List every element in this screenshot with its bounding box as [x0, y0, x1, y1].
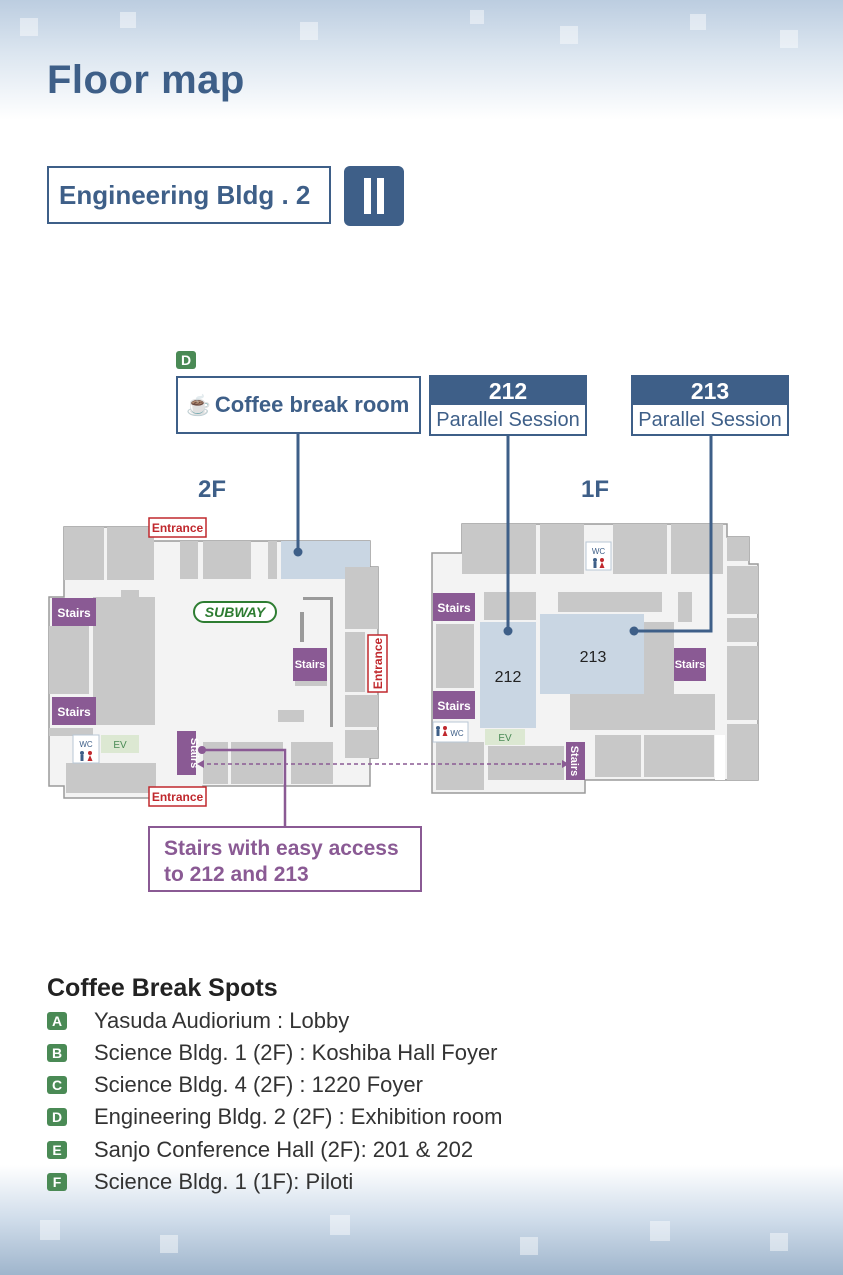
subway-logo-text: SUBWAY: [205, 604, 267, 620]
stairs-access-note: Stairs with easy access to 212 and 213: [148, 826, 422, 892]
svg-text:Stairs: Stairs: [437, 601, 471, 615]
svg-text:WC: WC: [450, 729, 464, 738]
wc-1f-bottom: WC: [432, 721, 469, 743]
subway-logo: SUBWAY: [193, 601, 277, 623]
room-212-number: 212: [431, 377, 585, 405]
entrance-top-2f: Entrance: [148, 517, 207, 538]
coffee-break-room-label: Coffee break room: [214, 392, 410, 417]
svg-text:Stairs: Stairs: [437, 699, 471, 713]
svg-text:Entrance: Entrance: [152, 790, 204, 804]
stairs-1f-left-bottom: Stairs: [433, 691, 475, 719]
room-213-area: [540, 614, 644, 694]
svg-text:EV: EV: [498, 733, 512, 744]
room-213-label: 213: [580, 649, 607, 666]
header-band: [0, 0, 843, 120]
room-213-number: 213: [633, 377, 787, 405]
coffee-spot-letter: B: [47, 1044, 67, 1062]
coffee-spot-item: F Science Bldg. 1 (1F): Piloti: [47, 1169, 353, 1195]
coffee-spot-text: Science Bldg. 4 (2F) : 1220 Foyer: [94, 1072, 423, 1097]
svg-text:Entrance: Entrance: [371, 638, 385, 690]
svg-text:Stairs: Stairs: [568, 746, 580, 777]
svg-text:WC: WC: [592, 547, 606, 556]
coffee-spot-letter: C: [47, 1076, 67, 1094]
coffee-spot-badge-d: D: [176, 351, 196, 369]
coffee-spot-item: D Engineering Bldg. 2 (2F) : Exhibition …: [47, 1104, 502, 1130]
svg-text:Stairs: Stairs: [188, 738, 200, 769]
coffee-spot-text: Sanjo Conference Hall (2F): 201 & 202: [94, 1137, 474, 1162]
building-name: Engineering Bldg . 2: [59, 179, 311, 210]
building-name-box: Engineering Bldg . 2: [47, 166, 331, 224]
stairs-note-line-2: to 212 and 213: [164, 863, 309, 886]
stairs-1f-right: Stairs: [674, 648, 706, 681]
footer-band: [0, 1165, 843, 1275]
room-212-callout: 212 Parallel Session: [429, 375, 587, 436]
entrance-bottom-2f: Entrance: [148, 786, 207, 807]
floor-label-1f: 1F: [581, 476, 610, 503]
room-212-area: [480, 622, 536, 728]
coffee-spot-text: Engineering Bldg. 2 (2F) : Exhibition ro…: [94, 1104, 503, 1129]
page-title: Floor map: [47, 58, 245, 102]
svg-text:WC: WC: [79, 740, 93, 749]
room-212-session: Parallel Session: [436, 408, 580, 431]
room-212-label: 212: [495, 669, 522, 686]
coffee-spot-item: C Science Bldg. 4 (2F) : 1220 Foyer: [47, 1072, 423, 1098]
svg-text:Stairs: Stairs: [675, 659, 706, 671]
coffee-spot-item: B Science Bldg. 1 (2F) : Koshiba Hall Fo…: [47, 1040, 498, 1066]
floor-2f-plan: [48, 526, 379, 799]
stairs-callout-line: [202, 748, 287, 826]
building-roman-numeral-icon: [344, 166, 404, 226]
wc-2f: WC: [72, 734, 100, 764]
callout-lines: [296, 434, 713, 633]
stairs-1f-left-top: Stairs: [433, 593, 475, 621]
ev-2f: EV: [101, 735, 139, 753]
coffee-break-room-callout: ☕ Coffee break room: [176, 376, 421, 434]
wc-1f-top: WC: [585, 541, 612, 571]
floor-1f-plan: [431, 523, 759, 794]
svg-text:EV: EV: [113, 740, 127, 751]
coffee-spot-text: Science Bldg. 1 (1F): Piloti: [94, 1169, 354, 1194]
stairs-2f-center: Stairs: [293, 648, 327, 681]
coffee-spot-letter: D: [47, 1108, 67, 1126]
svg-text:Stairs: Stairs: [57, 606, 91, 620]
coffee-cup-icon: ☕: [186, 394, 211, 417]
coffee-spot-item: A Yasuda Audiorium : Lobby: [47, 1008, 349, 1034]
svg-text:Stairs: Stairs: [295, 659, 326, 671]
svg-text:Entrance: Entrance: [152, 521, 204, 535]
coffee-spot-text: Science Bldg. 1 (2F) : Koshiba Hall Foye…: [94, 1040, 498, 1065]
svg-text:Stairs: Stairs: [57, 705, 91, 719]
coffee-spot-text: Yasuda Audiorium : Lobby: [94, 1008, 350, 1033]
entrance-right-2f: Entrance: [367, 634, 388, 693]
room-213-session: Parallel Session: [638, 408, 782, 431]
coffee-spot-letter: E: [47, 1141, 67, 1159]
stairs-2f-easy-access: Stairs: [177, 731, 200, 775]
stairs-2f-left-bottom: Stairs: [52, 697, 96, 725]
coffee-spots-title: Coffee Break Spots: [47, 974, 278, 1002]
coffee-spot-letter: F: [47, 1173, 67, 1191]
stairs-1f-bottom: Stairs: [566, 742, 585, 780]
coffee-spot-item: E Sanjo Conference Hall (2F): 201 & 202: [47, 1137, 473, 1163]
room-213-callout: 213 Parallel Session: [631, 375, 789, 436]
floor-label-2f: 2F: [198, 476, 227, 503]
stairs-2f-left-top: Stairs: [52, 598, 96, 626]
ev-1f: EV: [485, 729, 525, 745]
coffee-spot-letter: A: [47, 1012, 67, 1030]
stairs-note-line-1: Stairs with easy access: [164, 837, 399, 860]
